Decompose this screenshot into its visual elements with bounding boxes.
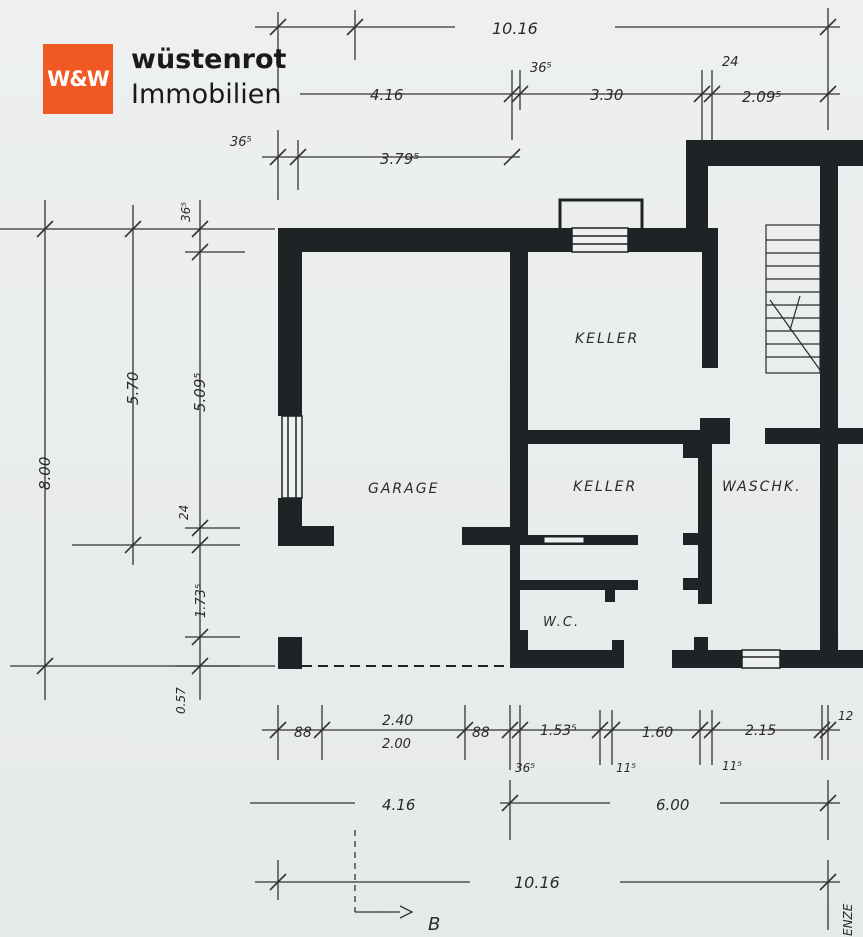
dim-left-057: 0.57 xyxy=(174,687,188,714)
dimension-lines xyxy=(0,8,840,930)
dim-left-365: 36⁵ xyxy=(179,202,193,222)
dim-bot-600: 6.00 xyxy=(656,796,689,814)
walls xyxy=(278,140,863,669)
dim-left-570: 5.70 xyxy=(124,372,142,405)
dim-bot-365: 36⁵ xyxy=(515,761,535,775)
dim-bot-total: 10.16 xyxy=(514,873,560,892)
brand-wordmark: wüstenrot Immobilien xyxy=(131,44,286,108)
dim-top-total: 10.16 xyxy=(492,19,538,38)
dim-bot-115b: 11⁵ xyxy=(722,759,742,773)
logo-mark: W&W xyxy=(47,67,110,91)
dim-bot-160: 1.60 xyxy=(642,725,673,741)
dim-bot-240: 2.40 xyxy=(382,713,413,729)
dim-bot-88b: 88 xyxy=(472,725,490,741)
dim-bot-200: 2.00 xyxy=(382,737,411,752)
dim-top-24: 24 xyxy=(722,55,739,70)
dim-bot-88a: 88 xyxy=(294,725,312,741)
brand-logo: W&W wüstenrot Immobilien xyxy=(43,44,286,114)
dim-left-24: 24 xyxy=(177,505,191,520)
dim-left-800: 8.00 xyxy=(36,457,54,490)
dim-top-330: 3.30 xyxy=(590,86,623,104)
ww-logo-icon: W&W xyxy=(43,44,113,114)
room-label-waschk: WASCHK. xyxy=(722,479,802,495)
dim-top-365b: 36⁵ xyxy=(230,135,252,150)
dim-bot-416: 4.16 xyxy=(382,796,415,814)
brand-name-line2: Immobilien xyxy=(131,79,282,110)
dim-top-365a: 36⁵ xyxy=(530,61,552,76)
brand-name-line1: wüstenrot xyxy=(131,44,287,75)
room-label-garage: GARAGE xyxy=(368,481,439,497)
room-label-keller-mid: KELLER xyxy=(573,479,637,495)
dim-top-3795: 3.79⁵ xyxy=(380,150,419,168)
edge-text: ENZE xyxy=(841,903,855,936)
dim-bot-12: 12 xyxy=(838,709,853,723)
room-label-wc: W.C. xyxy=(543,615,580,630)
dim-left-5095: 5.09⁵ xyxy=(191,373,209,412)
dim-bot-215: 2.15 xyxy=(745,723,776,739)
room-label-keller-top: KELLER xyxy=(575,331,639,347)
dim-top-2095: 2.09⁵ xyxy=(742,88,781,106)
dim-bot-1535: 1.53⁵ xyxy=(540,723,577,739)
staircase xyxy=(765,224,821,374)
dim-top-416: 4.16 xyxy=(370,86,403,104)
windows xyxy=(281,198,781,669)
dim-left-1735: 1.73⁵ xyxy=(194,584,209,618)
section-mark-b: B xyxy=(428,914,440,935)
dim-bot-115a: 11⁵ xyxy=(616,761,636,775)
